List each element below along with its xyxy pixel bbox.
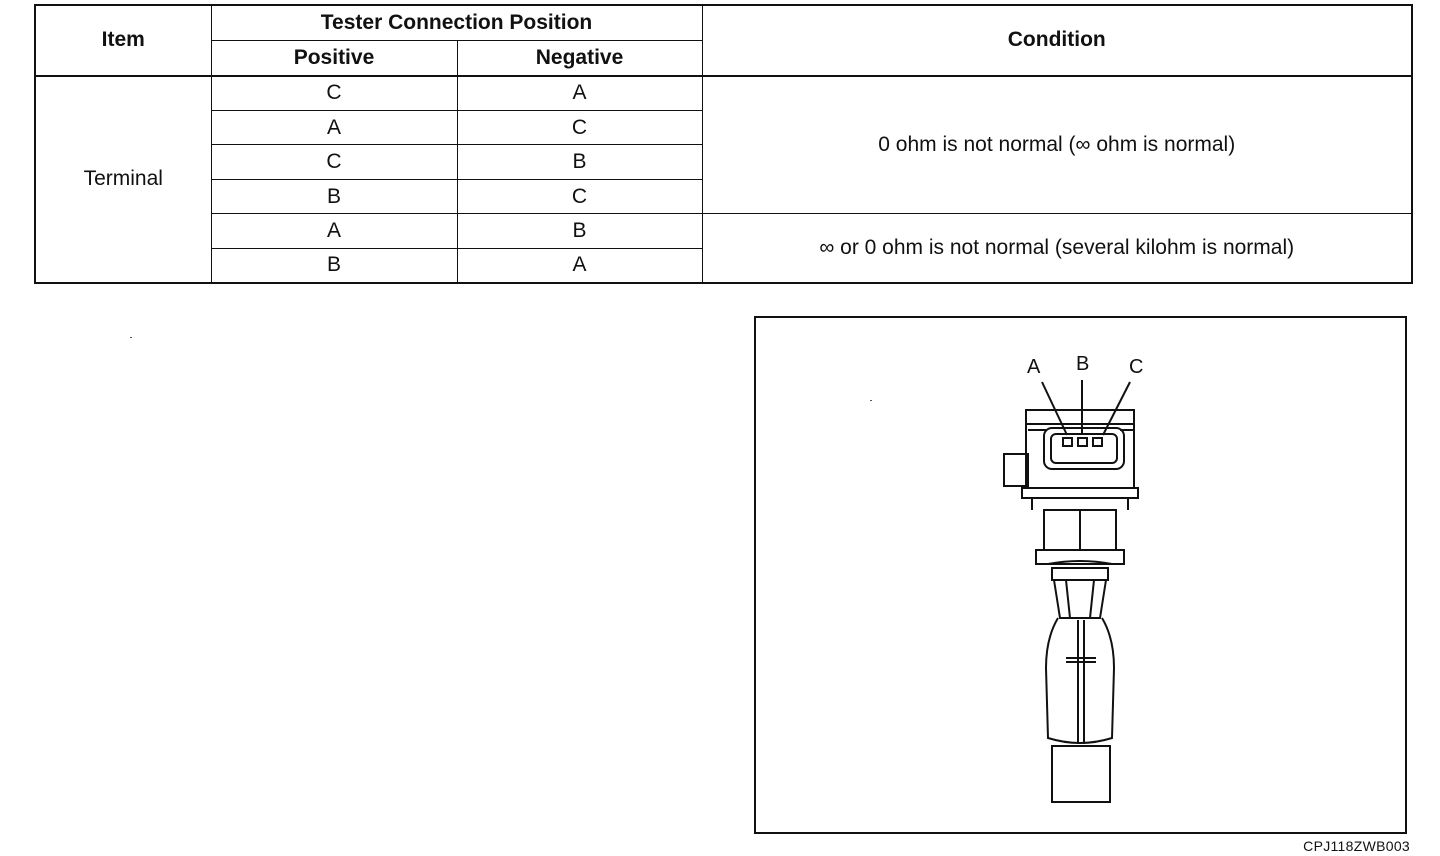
header-condition: Condition — [701, 4, 1413, 77]
item-terminal: Terminal — [34, 75, 212, 284]
table-row: Terminal C A 0 ohm is not normal (∞ ohm … — [34, 75, 1413, 284]
header-tester-connection-position: Tester Connection Position — [210, 4, 703, 42]
tester-connection-table: Item Tester Connection Position Conditio… — [34, 4, 1413, 284]
positive-cell: B — [210, 178, 458, 215]
scan-artifact — [870, 400, 872, 401]
condition-cell: ∞ or 0 ohm is not normal (several kilohm… — [701, 213, 1413, 284]
header-item: Item — [34, 4, 212, 77]
table-row: B C — [35, 178, 1412, 215]
negative-cell: C — [456, 110, 703, 146]
table-row: B A — [35, 247, 1412, 284]
negative-cell: C — [456, 178, 703, 215]
pin-label-a: A — [1027, 356, 1041, 378]
ignition-coil-connector-icon — [1003, 380, 1139, 803]
negative-cell: A — [456, 75, 703, 112]
positive-cell: A — [210, 213, 458, 249]
table-row: A B ∞ or 0 ohm is not normal (several ki… — [35, 213, 1413, 284]
pin-label-c: C — [1129, 356, 1144, 378]
positive-cell: C — [210, 75, 458, 112]
header-positive: Positive — [210, 40, 458, 77]
condition-cell: 0 ohm is not normal (∞ ohm is normal) — [701, 75, 1413, 215]
positive-cell: B — [210, 247, 458, 284]
figure-code: CPJ118ZWB003 — [1303, 838, 1410, 854]
positive-cell: C — [210, 144, 458, 180]
scan-artifact — [130, 337, 132, 338]
ignition-coil-figure: A B C — [754, 316, 1407, 834]
table-row: A C — [35, 110, 1412, 146]
pin-label-b: B — [1076, 353, 1090, 375]
negative-cell: B — [456, 213, 703, 249]
positive-cell: A — [210, 110, 458, 146]
negative-cell: A — [456, 247, 703, 284]
negative-cell: B — [456, 144, 703, 180]
header-negative: Negative — [456, 40, 703, 77]
table-row: C B — [35, 144, 1412, 180]
